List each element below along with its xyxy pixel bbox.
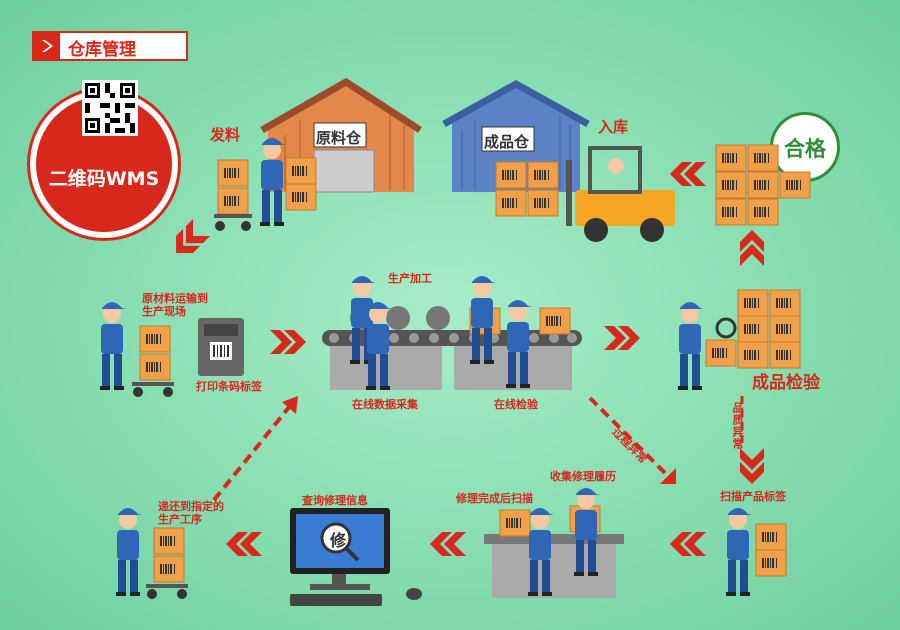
raw-warehouse-label: 原料仓 [316, 129, 362, 147]
inbound-label: 入库 [598, 118, 629, 136]
arrow-left-bottom-3 [226, 532, 262, 556]
send-back-label: 递还到指定的生产工序 [158, 500, 224, 526]
pass-label: 合格 [784, 137, 826, 161]
repair-station [484, 488, 624, 598]
send-back-worker [116, 508, 188, 599]
scan-label-worker [726, 508, 787, 596]
quality-issue-label: 品质异常 [731, 402, 744, 450]
arrow-down [740, 448, 764, 484]
finished-warehouse-label: 成品仓 [484, 133, 530, 151]
computer-monitor [290, 508, 422, 606]
arrow-down-left [167, 219, 210, 262]
arrow-left-bottom-2 [430, 532, 466, 556]
final-inspect-label: 成品检验 [752, 373, 820, 393]
collect-repair-label: 收集修理履历 [550, 470, 616, 483]
passed-goods-stack [715, 144, 811, 226]
issue-label: 发料 [210, 126, 241, 144]
repair-scan-label: 修理完成后扫描 [456, 492, 533, 505]
online-inspect-label: 在线检验 [494, 398, 538, 411]
arrow-left-bottom-1 [670, 532, 706, 556]
magnifier-icon [320, 522, 352, 554]
arrow-left-top [670, 162, 706, 186]
production-line [322, 276, 582, 390]
pass-badge: 合格 [770, 112, 840, 182]
monitor-char: 修 [330, 531, 347, 550]
issue-worker [214, 138, 317, 231]
badge-label: 二维码WMS [48, 168, 160, 190]
flow-arrows [167, 162, 764, 556]
scan-label-text: 扫描产品标签 [720, 490, 786, 503]
production-label: 生产加工 [388, 272, 432, 285]
query-repair-label: 查询修理信息 [302, 494, 368, 507]
online-collect-label: 在线数据采集 [352, 398, 418, 411]
arrow-right-2 [604, 326, 640, 350]
arrow-up [740, 230, 764, 266]
header-title: 仓库管理 [68, 40, 136, 60]
qr-code-icon [82, 80, 138, 136]
transport-worker [100, 302, 174, 397]
barcode-printer [198, 318, 244, 376]
final-inspection [678, 289, 801, 390]
wms-badge: 二维码WMS [30, 80, 178, 238]
arrow-right-1 [270, 330, 306, 354]
transport-label: 原材料运输到生产现场 [142, 292, 208, 318]
section-header: 仓库管理 [32, 31, 188, 61]
chevron-right-icon [34, 33, 60, 59]
inbound-forklift [495, 146, 675, 242]
print-label-text: 打印条码标签 [196, 380, 262, 393]
